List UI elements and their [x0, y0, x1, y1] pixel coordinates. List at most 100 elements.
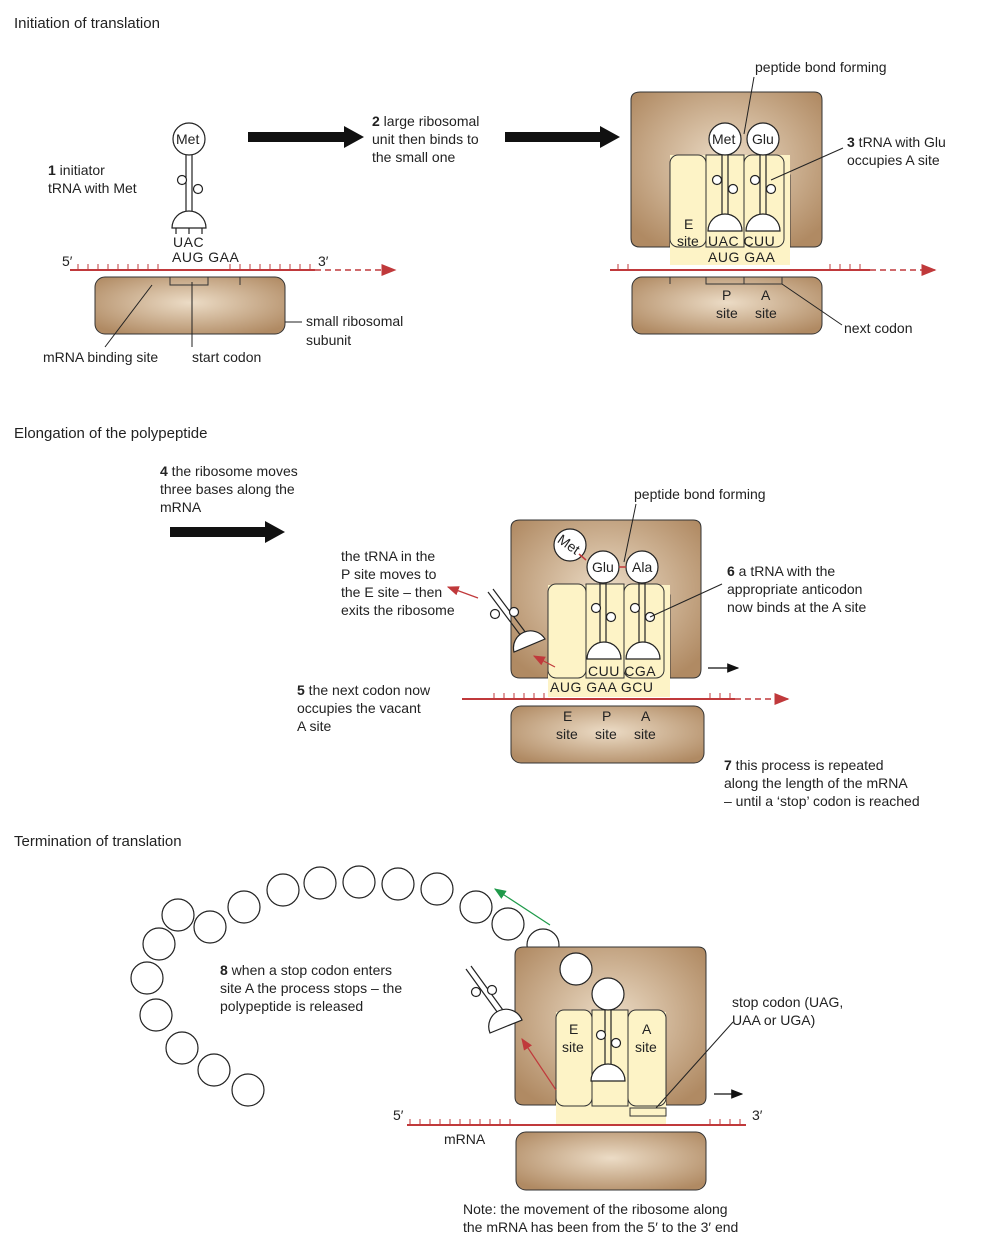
amino-acid-bead-icon [227, 890, 261, 924]
a-site-label: A [642, 1021, 652, 1037]
a-site-label: A [761, 287, 771, 303]
p-site-label-2: site [716, 305, 738, 321]
small-subunit-label-2: subunit [306, 332, 351, 348]
step5-text-2: occupies the vacant [297, 700, 421, 716]
amino-acid-bead-icon [165, 1031, 199, 1065]
block-arrow-icon [505, 126, 620, 148]
amino-acid-bead-icon [559, 952, 593, 986]
section-title-termination: Termination of translation [14, 833, 182, 850]
a-site-label-2: site [634, 726, 656, 742]
step1-text: 1 initiator [48, 162, 105, 178]
e-site-label: E [684, 216, 693, 232]
trna-icon [745, 122, 781, 232]
step5-text-3: A site [297, 718, 331, 734]
ptrna-text-4: exits the ribosome [341, 602, 455, 618]
initiation-panel-1: 5′ 3′ AUG GAA UAC Met 1 initiator tRNA w… [43, 122, 403, 365]
trna-icon [171, 122, 207, 234]
small-ribosomal-subunit [510, 705, 705, 764]
anticodons: CUU CGA [588, 663, 656, 679]
step1-text-2: tRNA with Met [48, 180, 137, 196]
step4-text-3: mRNA [160, 499, 202, 515]
next-codon-label: next codon [844, 320, 913, 336]
e-site-label-2: site [677, 233, 699, 249]
mrna-label: mRNA [444, 1131, 486, 1147]
step3-text-2: occupies A site [847, 152, 940, 168]
glu-label: Glu [592, 559, 614, 575]
a-site-label: A [641, 708, 651, 724]
ptrna-text: the tRNA in the [341, 548, 435, 564]
termination-ribosome: E site A site [407, 946, 746, 1191]
step5-text: 5 the next codon now [297, 682, 431, 698]
p-site-label: P [722, 287, 731, 303]
peptide-bond-label: peptide bond forming [755, 59, 887, 75]
three-prime-label: 3′ [752, 1107, 763, 1123]
step3-text: 3 tRNA with Glu [847, 134, 946, 150]
ptrna-text-2: P site moves to [341, 566, 437, 582]
trna-anticodon: UAC [173, 234, 204, 250]
glu-label: Glu [752, 131, 774, 147]
three-prime-label: 3′ [318, 253, 329, 269]
step2-text-3: the small one [372, 149, 455, 165]
met-label: Met [176, 131, 199, 147]
amino-acid-bead-icon [459, 890, 493, 924]
step6-text-3: now binds at the A site [727, 599, 867, 615]
small-ribosomal-subunit [515, 1131, 707, 1191]
stop-codon-label-2: UAA or UGA) [732, 1012, 815, 1028]
five-prime-label: 5′ [62, 253, 73, 269]
anticodons: UAC CUU [708, 233, 775, 249]
start-codon-label: start codon [192, 349, 261, 365]
step6-text-2: appropriate anticodon [727, 581, 862, 597]
e-site-label-2: site [556, 726, 578, 742]
note-text-2: the mRNA has been from the 5′ to the 3′ … [463, 1219, 738, 1235]
amino-acid-bead-icon [197, 1053, 231, 1087]
step8-text-3: polypeptide is released [220, 998, 363, 1014]
e-site-label: E [563, 708, 572, 724]
step8-text: 8 when a stop codon enters [220, 962, 392, 978]
step7-text-3: – until a ‘stop’ codon is reached [724, 793, 920, 809]
peptide-bond-label: peptide bond forming [634, 486, 766, 502]
step4-text-2: three bases along the [160, 481, 295, 497]
trna-icon [625, 550, 661, 660]
p-site-label-2: site [595, 726, 617, 742]
mrna-codons: AUG GAA [172, 249, 239, 265]
a-site-label-2: site [755, 305, 777, 321]
section-title-elongation: Elongation of the polypeptide [14, 425, 207, 442]
trna-icon [707, 122, 743, 232]
amino-acid-bead-icon [161, 898, 195, 932]
amino-acid-bead-icon [193, 910, 227, 944]
mrna-codons: AUG GAA [708, 249, 775, 265]
amino-acid-bead-icon [142, 927, 176, 961]
ptrna-text-3: the E site – then [341, 584, 442, 600]
step7-text: 7 this process is repeated [724, 757, 884, 773]
elongation-ribosome: Met Glu Ala peptide bond forming CUU CGA… [446, 486, 790, 764]
amino-acid-bead-icon [130, 961, 164, 995]
trna-icon [559, 952, 626, 1082]
amino-acid-bead-icon [491, 907, 525, 941]
block-arrow-icon [170, 521, 285, 543]
a-site-label-2: site [635, 1039, 657, 1055]
e-site-label: E [569, 1021, 578, 1037]
step4-text: 4 the ribosome moves [160, 463, 298, 479]
amino-acid-bead-icon [342, 865, 376, 899]
amino-acid-bead-icon [231, 1073, 265, 1107]
note-text: Note: the movement of the ribosome along [463, 1201, 728, 1217]
step8-text-2: site A the process stops – the [220, 980, 402, 996]
step2-text: 2 large ribosomal [372, 113, 479, 129]
step2-text-2: unit then binds to [372, 131, 479, 147]
amino-acid-bead-icon [139, 998, 173, 1032]
five-prime-label: 5′ [393, 1107, 404, 1123]
section-title-initiation: Initiation of translation [14, 15, 160, 32]
amino-acid-bead-icon [553, 528, 587, 562]
mrna-codons: AUG GAA GCU [550, 679, 654, 695]
polypeptide-chain [130, 865, 560, 1107]
amino-acid-bead-icon [303, 866, 337, 900]
binding-site-label: mRNA binding site [43, 349, 158, 365]
step6-text: 6 a tRNA with the [727, 563, 835, 579]
amino-acid-bead-icon [266, 873, 300, 907]
e-site-label-2: site [562, 1039, 584, 1055]
block-arrow-icon [248, 126, 364, 148]
initiation-panel-2: Met Glu peptide bond forming E site UAC … [610, 59, 946, 336]
small-subunit-label: small ribosomal [306, 313, 403, 329]
trna-icon [487, 588, 546, 653]
